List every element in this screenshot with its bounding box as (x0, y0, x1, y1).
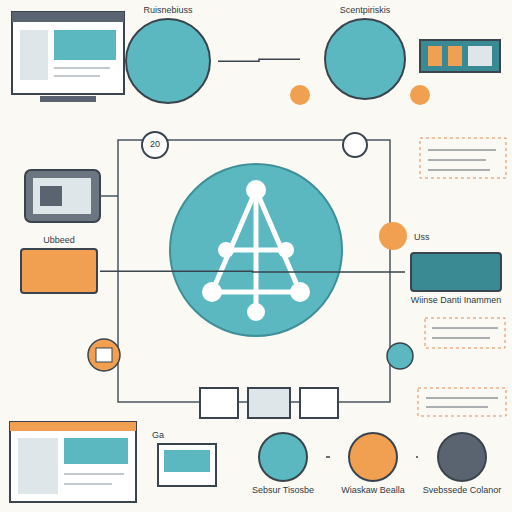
circle-shape (125, 18, 211, 104)
orange-dot (88, 339, 120, 371)
browser-window (10, 422, 136, 502)
node-label: Scentpiriskis (338, 4, 393, 16)
callout-label: Ga (150, 430, 166, 440)
circle-node: Svebssede Colanor (418, 432, 506, 498)
connector-line (100, 271, 405, 273)
circle-shape (258, 432, 308, 482)
network-nodes (202, 180, 310, 321)
circle-shape (324, 18, 406, 100)
browser-window (12, 12, 124, 102)
box-shape (20, 248, 98, 294)
screen-icons (158, 388, 338, 486)
orange-dot (379, 222, 407, 250)
node-label: Wiinse Danti Inammen (409, 294, 504, 306)
node-label: Ruisnebiuss (141, 4, 194, 16)
box-node: Wiinse Danti Inammen (405, 252, 507, 308)
node-label: Sebsur Tisosbe (250, 484, 316, 496)
box-shape (410, 252, 502, 292)
doc-icon (96, 348, 112, 362)
node-label: Ubbeed (41, 234, 77, 246)
badge-circle (142, 132, 168, 158)
callout-label: Uss (412, 232, 432, 242)
connector-line (416, 456, 418, 458)
teal-dot (387, 343, 413, 369)
box-node: Ubbeed (18, 232, 100, 294)
callout-label: 20 (148, 139, 162, 149)
node-label: Svebssede Colanor (421, 484, 504, 496)
circle-node: Scentpiriskis (300, 2, 430, 100)
connector-line (218, 59, 300, 61)
circle-node: Ruisnebiuss (118, 2, 218, 104)
badge-circle (343, 133, 367, 157)
connector-line (326, 456, 330, 458)
circle-shape (348, 432, 398, 482)
monitor-icon (25, 170, 118, 222)
circle-node: Sebsur Tisosbe (240, 432, 326, 498)
circle-node: Wiaskaw Bealla (330, 432, 416, 498)
node-label: Wiaskaw Bealla (339, 484, 407, 496)
hub-circle (170, 164, 342, 336)
network-icon (212, 190, 300, 312)
circle-shape (437, 432, 487, 482)
